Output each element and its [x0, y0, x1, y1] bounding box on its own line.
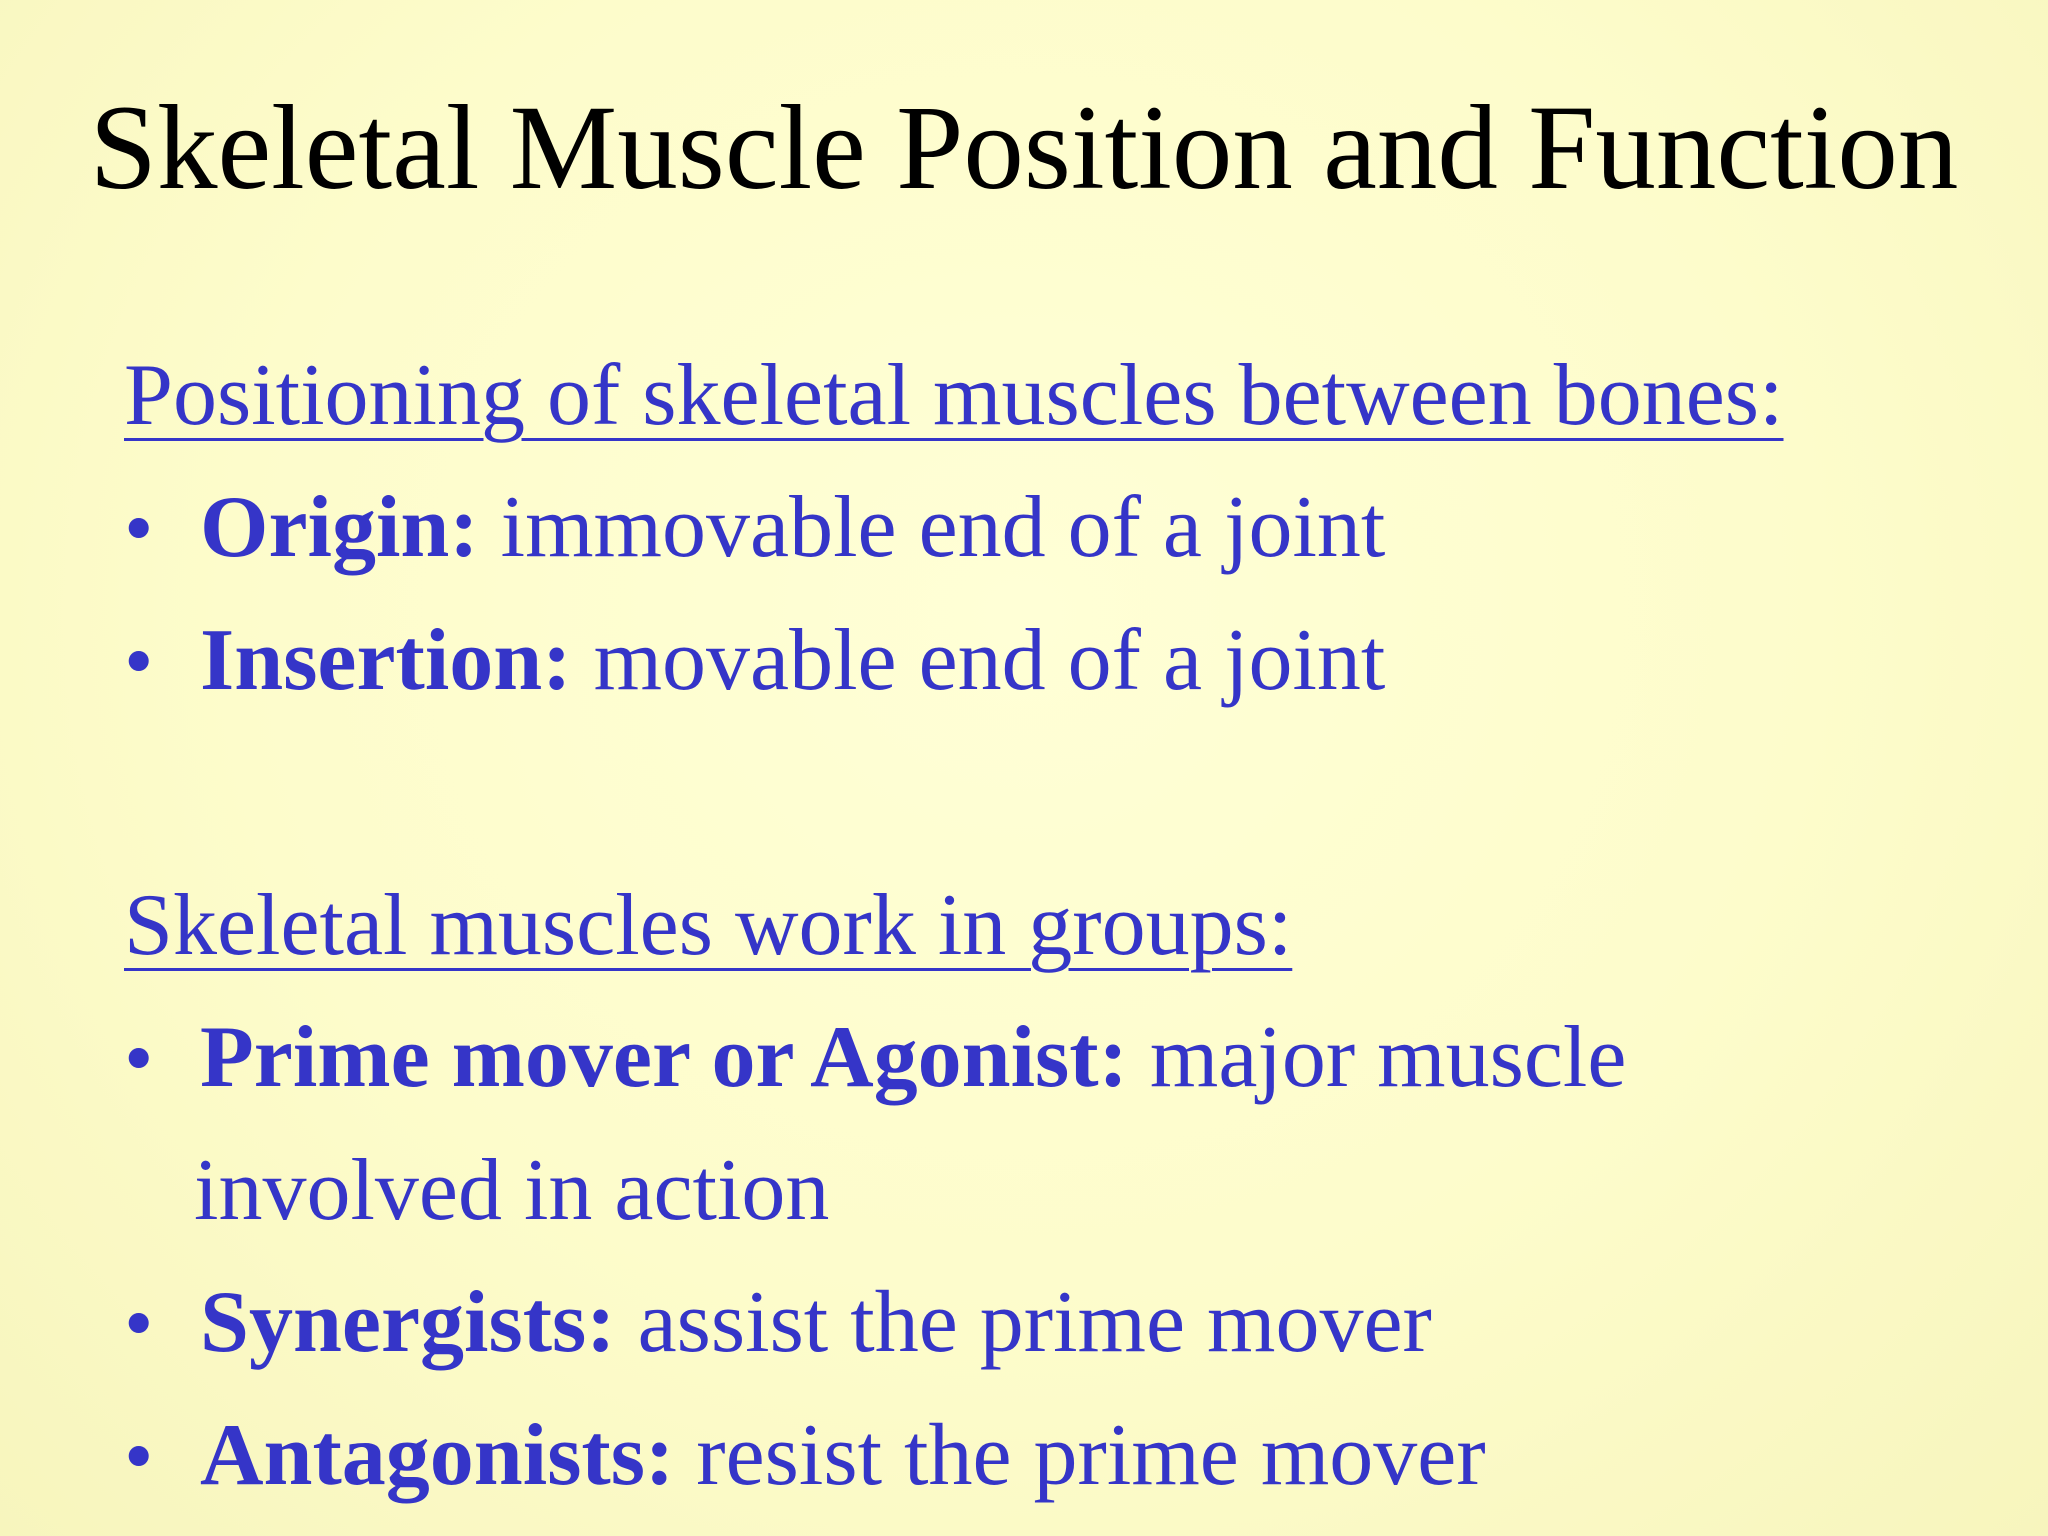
bullet-icon: • — [124, 482, 154, 575]
term-label: Prime mover or Agonist: — [200, 1009, 1128, 1106]
term-label: Synergists: — [200, 1274, 616, 1371]
bullet-item-insertion: • Insertion: movable end of a joint — [124, 595, 2004, 728]
slide-title: Skeletal Muscle Position and Function — [89, 81, 1959, 215]
bullet-icon: • — [124, 1410, 154, 1503]
term-description: movable end of a joint — [571, 612, 1386, 709]
bullet-icon: • — [124, 1277, 154, 1370]
section-heading-groups: Skeletal muscles work in groups: — [124, 877, 1293, 974]
term-description: resist the prime mover — [674, 1407, 1486, 1504]
term-label: Insertion: — [200, 612, 572, 709]
term-description: immovable end of a joint — [478, 479, 1386, 576]
bullet-item-synergists: • Synergists: assist the prime mover — [124, 1257, 2004, 1390]
slide-body: Positioning of skeletal muscles between … — [124, 330, 2004, 1523]
term-label: Origin: — [200, 479, 479, 576]
bullet-item-origin: • Origin: immovable end of a joint — [124, 462, 2004, 595]
section-heading-positioning: Positioning of skeletal muscles between … — [124, 347, 1784, 444]
bullet-item-prime-mover: • Prime mover or Agonist: major muscle — [124, 992, 2004, 1125]
bullet-icon: • — [124, 615, 154, 708]
term-label: Antagonists: — [200, 1407, 675, 1504]
term-description-continuation: involved in action — [194, 1142, 830, 1239]
bullet-item-antagonists: • Antagonists: resist the prime mover — [124, 1390, 2004, 1523]
bullet-icon: • — [124, 1012, 154, 1105]
term-description: assist the prime mover — [615, 1274, 1432, 1371]
term-description: major muscle — [1127, 1009, 1627, 1106]
section-spacer — [124, 728, 2004, 860]
